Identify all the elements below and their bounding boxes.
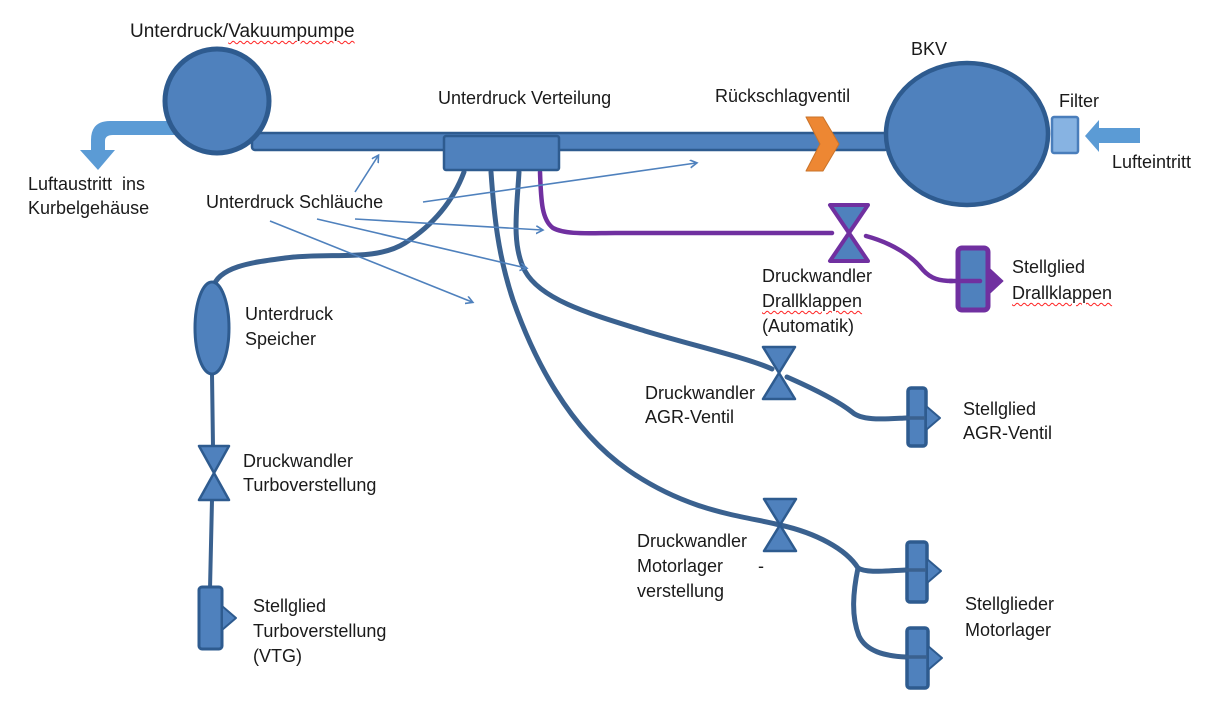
vacuum-reservoir-label: Unterdruck Speicher bbox=[245, 304, 334, 349]
hose-agr-valve-to-actuator bbox=[784, 374, 909, 422]
annotation-arrow-5 bbox=[269, 220, 472, 302]
bkv-label: BKV bbox=[911, 39, 948, 59]
annotation-arrow-2 bbox=[422, 163, 696, 203]
agr-actuator-label: Stellglied AGR-Ventil bbox=[963, 399, 1053, 443]
distribution-label: Unterdruck Verteilung bbox=[438, 88, 612, 108]
hose-annotation-arrows bbox=[269, 156, 696, 302]
pump-title-label: Unterdruck/Vakuumpumpe bbox=[130, 20, 355, 44]
turbo-actuator-label: Stellglied Turboverstellung (VTG) bbox=[253, 596, 387, 666]
motor-mount-actuator-upper-arrow-icon bbox=[926, 558, 942, 584]
swirl-flap-pressure-converter-valve-icon bbox=[828, 203, 870, 263]
filter-shape bbox=[1050, 115, 1080, 155]
swirl-flap-pc-line1: Druckwandler bbox=[762, 266, 873, 286]
main-vacuum-pipe bbox=[250, 131, 890, 152]
agr-pressure-converter-label: Druckwandler AGR-Ventil bbox=[645, 383, 756, 427]
filter-label: Filter bbox=[1059, 91, 1099, 111]
agr-actuator-arrow-icon bbox=[925, 405, 941, 431]
swirl-flap-pc-line2: Drallklappen bbox=[762, 291, 863, 311]
swirl-flap-act-line1: Stellglied bbox=[1012, 257, 1086, 277]
hose-to-swirl-flap-valve bbox=[537, 169, 835, 236]
annotation-arrow-1 bbox=[354, 156, 378, 193]
hose-motor-mount-branch-upper bbox=[855, 565, 909, 574]
bkv-shape bbox=[883, 60, 1051, 208]
air-outlet-arrow-icon bbox=[80, 121, 181, 170]
motor-mount-actuator-lower-arrow-icon bbox=[927, 645, 943, 671]
annotation-arrow-4 bbox=[316, 218, 526, 268]
check-valve-arrow-icon bbox=[805, 116, 840, 172]
check-valve-label: Rückschlagventil bbox=[715, 86, 851, 106]
swirl-flap-actuator-arrow-icon bbox=[987, 266, 1004, 296]
vacuum-reservoir-shape bbox=[193, 280, 231, 376]
line-turbo-valve-to-actuator bbox=[208, 498, 214, 591]
hose-motor-mount-branch-lower bbox=[851, 565, 909, 660]
swirl-flap-pc-line3: (Automatik) bbox=[762, 316, 855, 336]
pump-title-misspelled-text: Vakuumpumpe bbox=[228, 21, 355, 42]
annotation-arrow-3 bbox=[354, 218, 542, 230]
turbo-actuator-shape bbox=[197, 585, 224, 651]
motor-mount-actuators-label: Stellglieder Motorlager bbox=[965, 594, 1055, 640]
distribution-block-shape bbox=[442, 134, 561, 172]
agr-pressure-converter-valve-icon bbox=[761, 345, 797, 401]
hose-to-reservoir bbox=[210, 169, 467, 291]
motor-mount-actuator-upper-shape bbox=[905, 540, 929, 604]
air-inlet-label: Lufteintritt bbox=[1112, 152, 1192, 172]
air-inlet-arrow-icon bbox=[1085, 120, 1140, 152]
hose-swirl-flap-valve-to-actuator bbox=[863, 233, 955, 284]
air-outlet-label: Luftaustritt ins Kurbelgehäuse bbox=[28, 174, 150, 218]
pump-title-text: Unterdruck/ bbox=[130, 21, 229, 42]
line-reservoir-to-turbo-valve bbox=[210, 372, 215, 449]
vacuum-pump-shape bbox=[162, 46, 272, 156]
hose-to-agr-valve bbox=[513, 169, 775, 372]
turbo-actuator-arrow-icon bbox=[221, 605, 237, 631]
swirl-flap-act-line2: Drallklappen bbox=[1012, 283, 1113, 303]
turbo-pressure-converter-label: Druckwandler Turboverstellung bbox=[243, 451, 377, 495]
motor-mount-pressure-converter-valve-icon bbox=[762, 497, 798, 553]
hose-to-motor-mount-valve bbox=[488, 169, 861, 571]
motor-mount-pressure-converter-label: Druckwandler Motorlager - verstellung bbox=[637, 531, 765, 601]
vacuum-hoses-label: Unterdruck Schläuche bbox=[206, 192, 384, 212]
turbo-pressure-converter-valve-icon bbox=[197, 444, 231, 502]
